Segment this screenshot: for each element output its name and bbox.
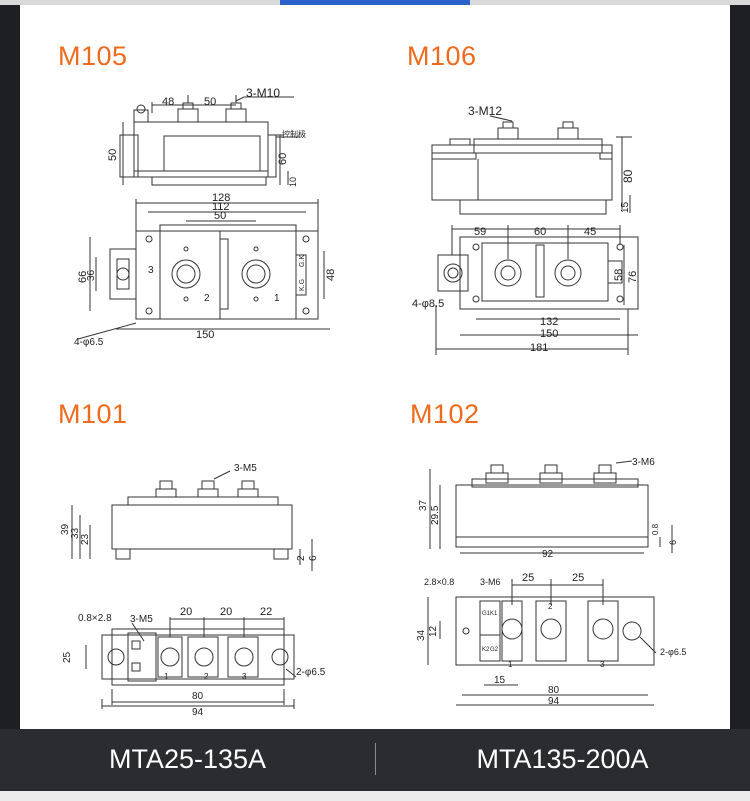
m102-g1: G1 [482, 611, 491, 617]
m105-dim-h50: 50 [107, 149, 119, 161]
m102-dim-25a: 25 [522, 572, 534, 584]
m101-dim-80: 80 [192, 691, 204, 702]
m102-dim-295: 29.5 [430, 505, 441, 525]
footer-left-label: MTA25-135A [108, 744, 267, 774]
m101-title: M101 [58, 399, 128, 429]
m106-dim-59: 59 [474, 226, 486, 238]
m105-title: M105 [58, 41, 128, 71]
footer-divider [375, 743, 376, 775]
m102-k1: K1 [490, 611, 498, 617]
m102-hole: 2-φ6.5 [660, 647, 686, 657]
m102-term-1: 1 [508, 660, 513, 669]
m101-dim-94: 94 [192, 707, 204, 718]
m106-dim-45: 45 [584, 226, 596, 238]
top-accent [280, 0, 470, 5]
m105-dim-128: 128 [212, 192, 230, 204]
m101-dim-33: 33 [70, 527, 81, 539]
footer-right-label: MTA135-200A [476, 744, 649, 774]
m102-dim-37: 37 [418, 499, 429, 511]
m106-dim-58: 58 [613, 269, 625, 281]
m102-dim-94: 94 [548, 696, 560, 707]
m106-dim-150: 150 [540, 328, 558, 340]
m105-dim-48: 48 [162, 96, 174, 108]
m102-dim-08: 0.8 [651, 523, 660, 535]
m106-hole: 4-φ8.5 [412, 298, 444, 310]
m101-term-2: 2 [204, 672, 209, 681]
m102-term-2: 2 [548, 602, 553, 611]
m101-hole: 2-φ6.5 [296, 667, 326, 678]
m102-thread2: 3-M6 [480, 577, 501, 587]
m105-thread: 3-M10 [246, 86, 280, 100]
m106-thread: 3-M12 [468, 104, 502, 118]
m105-term-2: 2 [204, 293, 210, 304]
m101-term-1: 1 [164, 672, 169, 681]
m101-dim-20b: 20 [220, 606, 232, 618]
m101-dim-20a: 20 [180, 606, 192, 618]
m102-title: M102 [410, 399, 480, 429]
m102-side-view [429, 460, 673, 554]
m101-top-view [85, 617, 297, 709]
m105-kg-top: G.K [299, 255, 306, 267]
m105-kg-bottom: K.G [299, 279, 306, 291]
m102-k2: K2 [482, 647, 490, 653]
footer-bar: MTA25-135A MTA135-200A [0, 729, 750, 801]
m105-dim-h60: 60 [277, 153, 289, 165]
drawing-panel: M105 M106 M101 M102 [20, 5, 730, 729]
m101-side-view [71, 470, 313, 571]
m106-dim-132: 132 [540, 316, 558, 328]
m105-dim-50: 50 [204, 96, 216, 108]
m105-dim-150: 150 [196, 329, 214, 341]
m106-top-view [435, 225, 639, 355]
m102-term-3: 3 [600, 660, 605, 669]
m106-dim-80: 80 [621, 169, 635, 183]
m101-dim-25: 25 [62, 651, 73, 663]
footer-strip [0, 791, 750, 801]
m105-term-1: 1 [274, 293, 280, 304]
m105-dim-66: 66 [77, 271, 89, 283]
m105-term-3: 3 [148, 265, 154, 276]
m102-dim-12: 12 [428, 625, 439, 637]
technical-drawings: 48 50 3-M10 50 60 控制极 10 128 112 50 66 3… [60, 86, 686, 718]
m102-g2: G2 [490, 647, 499, 653]
m102-dim-15: 15 [494, 675, 506, 686]
m105-control-label: 控制极 [282, 129, 306, 139]
m101-terminal: 0.8×2.8 [78, 613, 112, 624]
m106-dim-181: 181 [530, 342, 548, 354]
m102-terminal: 2.8×0.8 [424, 577, 454, 587]
m105-dim-h10: 10 [288, 177, 298, 187]
m102-top-view [427, 579, 657, 706]
m101-dim-6: 6 [308, 555, 319, 561]
m105-dim-50b: 50 [214, 210, 226, 222]
m102-dim-92: 92 [542, 549, 554, 560]
m105-side-view [119, 95, 300, 186]
m101-dim-39: 39 [60, 523, 71, 535]
m106-dim-76: 76 [627, 271, 639, 283]
m106-dim-60: 60 [534, 226, 546, 238]
m102-dim-34: 34 [416, 629, 427, 641]
top-bar [0, 0, 750, 5]
m106-title: M106 [407, 41, 477, 71]
m101-term-3: 3 [242, 672, 247, 681]
m101-dim-23: 23 [80, 533, 91, 545]
m106-side-view [431, 115, 632, 215]
m102-dim-6: 6 [668, 540, 678, 545]
m101-thread: 3-M5 [234, 463, 257, 474]
m102-thread: 3-M6 [632, 457, 655, 468]
m105-dim-112: 112 [212, 201, 230, 213]
m106-dim-15: 15 [620, 201, 631, 213]
m105-hole: 4-φ6.5 [74, 337, 104, 348]
m101-thread2: 3-M5 [130, 614, 153, 625]
m105-dim-48h: 48 [325, 269, 337, 281]
m105-top-view [77, 199, 330, 340]
m102-dim-80: 80 [548, 685, 560, 696]
m101-dim-2: 2 [296, 555, 307, 561]
m102-dim-25b: 25 [572, 572, 584, 584]
m105-dim-36: 36 [86, 269, 97, 281]
m101-dim-22: 22 [260, 606, 272, 618]
